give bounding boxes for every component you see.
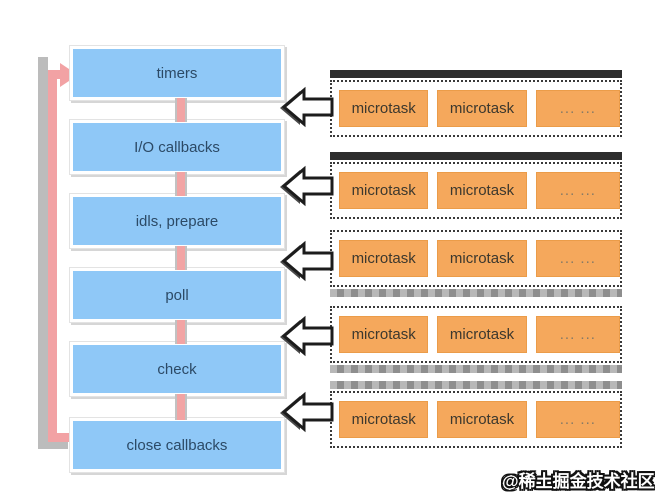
microtask-ellipsis-item: ... ... bbox=[535, 240, 621, 277]
microtask-item: microtask bbox=[339, 401, 429, 438]
microtask-arrow-icon-1 bbox=[280, 86, 334, 128]
microtask-item: microtask bbox=[339, 90, 429, 127]
microtask-arrow-icon-4 bbox=[280, 315, 334, 357]
microtask-queue-box-2: microtask microtask ... ... bbox=[330, 162, 622, 219]
queue-bar-5 bbox=[330, 381, 622, 389]
phase-label-check: check bbox=[73, 345, 281, 393]
microtask-item: microtask bbox=[437, 316, 527, 353]
microtask-item: microtask bbox=[339, 172, 429, 209]
loop-arrow-vertical-line bbox=[48, 70, 57, 441]
microtask-queue-box-4: microtask microtask ... ... bbox=[330, 306, 622, 363]
microtask-item: microtask bbox=[437, 90, 527, 127]
microtask-item: microtask bbox=[437, 172, 527, 209]
phase-connector-2 bbox=[175, 172, 187, 196]
queue-bar-4 bbox=[330, 365, 622, 373]
microtask-ellipsis-item: ... ... bbox=[535, 316, 621, 353]
loop-arrow-shadow-horizontal bbox=[48, 441, 68, 449]
juejin-watermark: @稀土掘金技术社区 bbox=[502, 472, 655, 491]
microtask-arrow-icon-5 bbox=[280, 391, 334, 433]
microtask-queue-box-5: microtask microtask ... ... bbox=[330, 391, 622, 448]
microtask-item: microtask bbox=[339, 240, 429, 277]
phase-box-io-callbacks: I/O callbacks bbox=[69, 119, 285, 175]
queue-bar-3 bbox=[330, 289, 622, 297]
microtask-queue-box-1: microtask microtask ... ... bbox=[330, 80, 622, 137]
microtask-arrow-icon-2 bbox=[280, 165, 334, 207]
phase-connector-3 bbox=[175, 246, 187, 270]
phase-connector-5 bbox=[175, 394, 187, 420]
phase-label-poll: poll bbox=[73, 271, 281, 319]
microtask-item: microtask bbox=[339, 316, 429, 353]
microtask-queue-box-3: microtask microtask ... ... bbox=[330, 230, 622, 287]
phase-box-check: check bbox=[69, 341, 285, 397]
loop-arrow-shadow-vertical bbox=[38, 57, 48, 449]
phase-box-idle-prepare: idls, prepare bbox=[69, 193, 285, 249]
phase-box-poll: poll bbox=[69, 267, 285, 323]
phase-connector-1 bbox=[175, 98, 187, 122]
microtask-ellipsis-item: ... ... bbox=[535, 172, 621, 209]
microtask-item: microtask bbox=[437, 401, 527, 438]
loop-arrow-bottom-line bbox=[48, 433, 78, 442]
phase-label-timers: timers bbox=[73, 49, 281, 97]
phase-label-close-callbacks: close callbacks bbox=[73, 421, 281, 469]
queue-bar-2 bbox=[330, 152, 622, 160]
phase-box-close-callbacks: close callbacks bbox=[69, 417, 285, 473]
microtask-ellipsis-item: ... ... bbox=[535, 90, 621, 127]
microtask-arrow-icon-3 bbox=[280, 240, 334, 282]
phase-label-idle-prepare: idls, prepare bbox=[73, 197, 281, 245]
loop-arrow-top-line bbox=[48, 70, 62, 79]
microtask-item: microtask bbox=[437, 240, 527, 277]
microtask-ellipsis-item: ... ... bbox=[535, 401, 621, 438]
queue-bar-1 bbox=[330, 70, 622, 78]
phase-box-timers: timers bbox=[69, 45, 285, 101]
phase-label-io-callbacks: I/O callbacks bbox=[73, 123, 281, 171]
phase-connector-4 bbox=[175, 320, 187, 344]
